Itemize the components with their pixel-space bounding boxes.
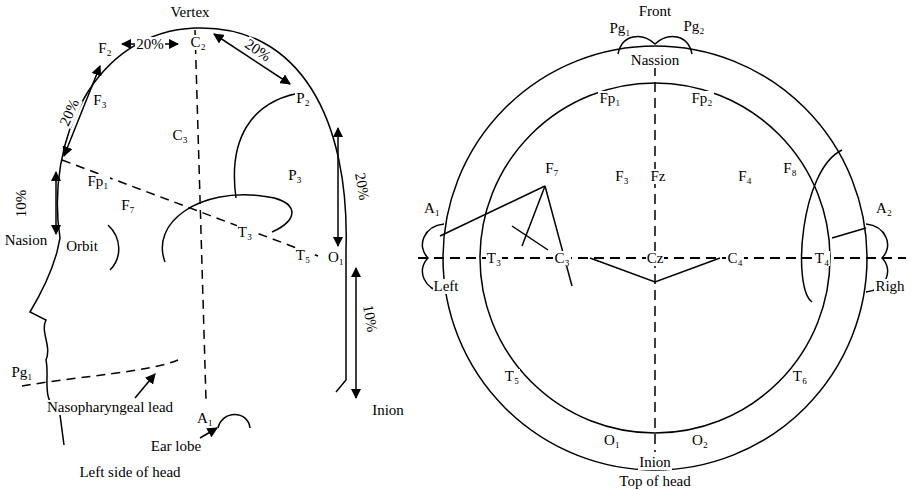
- electrode-label: Left: [433, 279, 460, 294]
- electrode-label: F₇: [120, 198, 136, 213]
- electrode-label: O₁: [603, 433, 621, 448]
- electrode-label: T₆: [792, 369, 808, 384]
- electrode-label: Pg₂: [682, 19, 705, 34]
- electrode-label: Righ: [874, 279, 905, 294]
- electrode-label: F₇: [544, 161, 560, 176]
- electrode-label: O₂: [691, 433, 709, 448]
- distance-percent: 20%: [242, 36, 275, 65]
- electrode-label: Nasopharyngeal lead: [46, 400, 174, 415]
- distance-percent: 10%: [15, 188, 30, 218]
- electrode-label: C₃: [553, 251, 570, 266]
- electrode-label: C₃: [171, 128, 188, 143]
- electrode-label: Fp₁: [86, 174, 109, 189]
- electrode-label: Pg₁: [10, 365, 33, 380]
- distance-percent: 20%: [135, 37, 165, 52]
- electrode-label: F₈: [782, 161, 798, 176]
- electrode-label: Inion: [371, 403, 405, 418]
- electrode-label: Vertex: [169, 5, 210, 20]
- electrode-label: Fp₂: [690, 91, 713, 106]
- electrode-label: F₃: [92, 93, 108, 108]
- electrode-label: Top of head: [618, 474, 691, 489]
- electrode-label: F₂: [97, 41, 113, 56]
- electrode-label: A₂: [875, 201, 893, 216]
- electrode-label: Pg₁: [608, 21, 631, 36]
- electrode-label: T₃: [237, 225, 253, 240]
- electrode-label: Inion: [638, 455, 672, 470]
- electrode-label: Front: [638, 4, 673, 19]
- electrode-label: Left side of head: [78, 465, 181, 480]
- electrode-label: T₃: [486, 251, 502, 266]
- electrode-label: Orbit: [65, 239, 99, 254]
- electrode-label: P₂: [295, 91, 311, 106]
- electrode-label: Fz: [650, 169, 667, 184]
- electrode-label: Fp₁: [598, 91, 621, 106]
- electrode-label: Cz: [646, 251, 665, 266]
- top-view-head: [418, 37, 906, 470]
- distance-percent: 20%: [352, 170, 372, 202]
- electrode-label: C₄: [726, 251, 743, 266]
- electrode-label: Nasion: [4, 233, 49, 248]
- distance-percent: 10%: [360, 302, 380, 334]
- electrode-label: T₄: [814, 251, 830, 266]
- side-view-head: [22, 28, 356, 445]
- electrode-label: P₃: [287, 168, 303, 183]
- electrode-label: Ear lobe: [150, 439, 202, 454]
- electrode-label: A₁: [423, 201, 441, 216]
- electrode-label: T₅: [295, 248, 311, 263]
- electrode-label: F₄: [737, 169, 753, 184]
- electrode-label: Nassion: [630, 53, 680, 68]
- distance-percent: 20%: [57, 95, 83, 128]
- electrode-label: F₃: [614, 169, 630, 184]
- electrode-label: A₁: [196, 411, 214, 426]
- electrode-label: C₂: [189, 35, 206, 50]
- electrode-label: T₅: [504, 369, 520, 384]
- electrode-label: O₁: [327, 250, 345, 265]
